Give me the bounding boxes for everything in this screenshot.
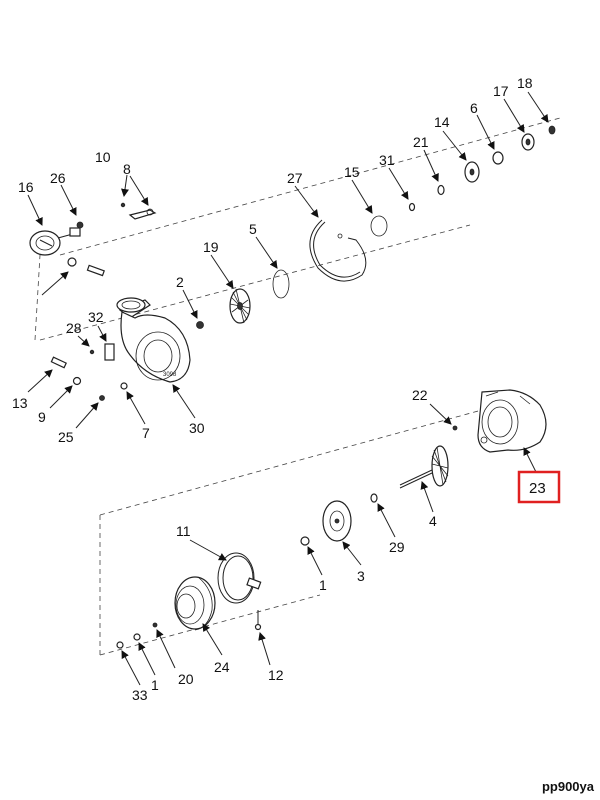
part-31-ring <box>408 202 416 212</box>
highlight-callout-23: 23 <box>517 447 561 504</box>
part-12-bolt <box>254 610 262 631</box>
callout-29: 29 <box>389 539 405 555</box>
part-16-actuator <box>29 227 81 256</box>
assembly-lines <box>34 117 561 656</box>
part-33-washer <box>116 641 124 649</box>
callout-25: 25 <box>58 429 74 445</box>
callout-leaders <box>27 91 549 686</box>
callout-16: 16 <box>18 179 34 195</box>
callout-33: 33 <box>132 687 148 703</box>
part-7-clip <box>120 382 128 390</box>
part-5-snap-ring <box>272 269 290 299</box>
part-1-nut-upper <box>300 536 310 546</box>
callout-8: 8 <box>123 161 131 177</box>
callout-7: 7 <box>142 425 150 441</box>
part-11-v-band-clamp <box>217 552 262 604</box>
callout-6: 6 <box>470 100 478 116</box>
part-9-washer <box>72 376 82 386</box>
callout-labels: 16 26 10 8 27 15 31 21 14 6 17 18 19 5 2… <box>12 75 533 703</box>
callout-22: 22 <box>412 387 428 403</box>
callout-21: 21 <box>413 134 429 150</box>
part-4-turbine-shaft <box>399 445 449 489</box>
part-24-turbine-housing <box>174 576 216 631</box>
callout-11: 11 <box>176 523 191 539</box>
part-19-compressor-wheel <box>229 288 251 324</box>
figure-code: pp900ya <box>541 779 594 794</box>
part-13-bushing <box>50 356 67 369</box>
callout-23: 23 <box>529 480 546 497</box>
callout-14: 14 <box>434 114 450 130</box>
part-1-nut-lower <box>133 633 141 641</box>
callout-3: 3 <box>357 568 365 584</box>
callout-27: 27 <box>287 170 303 186</box>
callout-24: 24 <box>214 659 230 675</box>
part-21-washer <box>437 184 445 196</box>
callout-2: 2 <box>176 274 184 290</box>
part-20-stud <box>152 622 158 628</box>
callout-32: 32 <box>88 309 104 325</box>
part-14-thrust-collar <box>464 161 480 183</box>
callout-30: 30 <box>189 420 205 436</box>
part-23-bearing-housing <box>477 389 547 453</box>
callout-17: 17 <box>493 83 509 99</box>
part-actuator-nut <box>67 257 77 267</box>
part-32-plate <box>104 343 115 361</box>
callout-26: 26 <box>50 170 66 186</box>
callout-18: 18 <box>517 75 533 91</box>
callout-13: 13 <box>12 395 28 411</box>
part-25-bolt <box>99 395 105 401</box>
callout-20: 20 <box>178 671 194 687</box>
callout-9: 9 <box>38 409 46 425</box>
callout-28: 28 <box>66 320 82 336</box>
callout-15: 15 <box>344 164 360 180</box>
part-8-lever-arm <box>128 208 157 220</box>
callout-4: 4 <box>429 513 437 529</box>
part-29-seal-ring <box>370 493 378 503</box>
callout-12: 12 <box>268 667 284 683</box>
callout-5: 5 <box>249 221 257 237</box>
callout-1-lower: 1 <box>151 677 159 693</box>
highlight-box <box>517 470 561 504</box>
callout-1-upper: 1 <box>319 577 327 593</box>
part-18-ring <box>548 125 556 135</box>
part-6-washer <box>492 151 504 165</box>
part-2-nut <box>196 321 204 329</box>
callout-10: 10 <box>95 149 111 165</box>
part-30-compressor-housing: 3098 <box>116 297 191 383</box>
part-26-fastener <box>76 221 84 229</box>
callout-19: 19 <box>203 239 219 255</box>
part-22-bolt <box>452 425 458 431</box>
part-27-retaining-ring <box>309 219 367 282</box>
callout-31: 31 <box>379 152 395 168</box>
part-15-o-ring <box>370 215 388 237</box>
part-17-thrust-bearing <box>521 133 535 151</box>
part-actuator-rod <box>86 264 105 277</box>
part-28-screw <box>89 349 95 355</box>
part-10-pin <box>120 202 126 208</box>
svg-text:3098: 3098 <box>163 372 177 378</box>
part-3-backplate <box>322 500 352 542</box>
